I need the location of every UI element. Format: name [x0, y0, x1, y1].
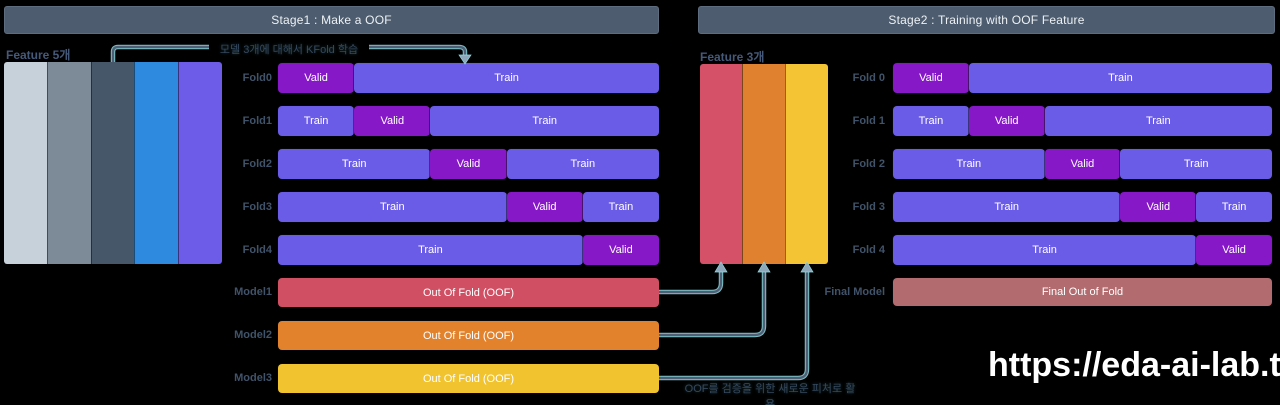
segment-train: Train: [968, 63, 1272, 93]
segment-train: Train: [278, 106, 355, 136]
feature-column: [742, 64, 785, 264]
segment-train: Train: [893, 235, 1197, 265]
stage1-feature-label: Feature 5개: [6, 48, 71, 62]
oof-bar: Out Of Fold (OOF): [278, 364, 659, 393]
model-label: Model1: [234, 286, 272, 298]
segment-valid: Valid: [1044, 149, 1121, 179]
segment-valid: Valid: [1196, 235, 1272, 265]
fold-label: Fold2: [242, 158, 272, 170]
segment-train: Train: [278, 149, 431, 179]
segment-valid: Valid: [430, 149, 507, 179]
stage1-header: Stage1 : Make a OOF: [4, 6, 659, 34]
fold-label: Fold 2: [852, 158, 885, 170]
feature-column: [134, 62, 179, 264]
final-oof-bar: Final Out of Fold: [893, 278, 1272, 306]
fold-label: Fold 0: [852, 72, 885, 84]
segment-valid: Valid: [582, 235, 659, 265]
segment-train: Train: [1044, 106, 1272, 136]
segment-train: Train: [430, 106, 659, 136]
stage1-feature-block: [4, 62, 222, 264]
oof-arrow-model2: [659, 261, 771, 338]
segment-train: Train: [278, 192, 507, 222]
oof-bar: Out Of Fold (OOF): [278, 278, 659, 307]
fold-label: Fold4: [242, 244, 272, 256]
segment-valid: Valid: [278, 63, 355, 93]
watermark-url: https://eda-ai-lab.tistory: [988, 346, 1280, 384]
oof-arrow-model3: [659, 261, 814, 381]
segment-train: Train: [582, 192, 659, 222]
fold-label: Fold 1: [852, 115, 885, 127]
segment-train: Train: [1196, 192, 1272, 222]
feature-column: [785, 64, 828, 264]
segment-train: Train: [278, 235, 583, 265]
stage2-header: Stage2 : Training with OOF Feature: [698, 6, 1275, 34]
segment-valid: Valid: [968, 106, 1045, 136]
segment-valid: Valid: [506, 192, 583, 222]
feature-column: [178, 62, 222, 264]
segment-train: Train: [893, 149, 1045, 179]
segment-train: Train: [893, 106, 969, 136]
segment-valid: Valid: [1120, 192, 1197, 222]
feature-column: [90, 62, 135, 264]
segment-train: Train: [354, 63, 659, 93]
feature-column: [46, 62, 91, 264]
fold-label: Fold 4: [852, 244, 885, 256]
segment-train: Train: [893, 192, 1121, 222]
stage2-feature-label: Feature 3개: [700, 50, 765, 64]
kfold-annotation: 모델 3개에 대해서 KFold 학습: [209, 40, 369, 58]
fold-label: Fold 3: [852, 201, 885, 213]
final-model-label: Final Model: [824, 286, 886, 298]
feature-column: [4, 62, 47, 264]
segment-valid: Valid: [354, 106, 431, 136]
feature-column: [700, 64, 742, 264]
model-label: Model3: [234, 372, 272, 384]
oof-bar: Out Of Fold (OOF): [278, 321, 659, 350]
fold-label: Fold0: [242, 72, 272, 84]
stage2-feature-block: [700, 64, 828, 264]
segment-train: Train: [506, 149, 659, 179]
oof-arrow-model1: [659, 261, 728, 295]
segment-valid: Valid: [893, 63, 969, 93]
segment-train: Train: [1120, 149, 1272, 179]
fold-label: Fold1: [242, 115, 272, 127]
model-label: Model2: [234, 329, 272, 341]
fold-label: Fold3: [242, 201, 272, 213]
oof-feature-annotation: OOF를 검증을 위한 새로운 피처로 활용: [684, 383, 856, 405]
